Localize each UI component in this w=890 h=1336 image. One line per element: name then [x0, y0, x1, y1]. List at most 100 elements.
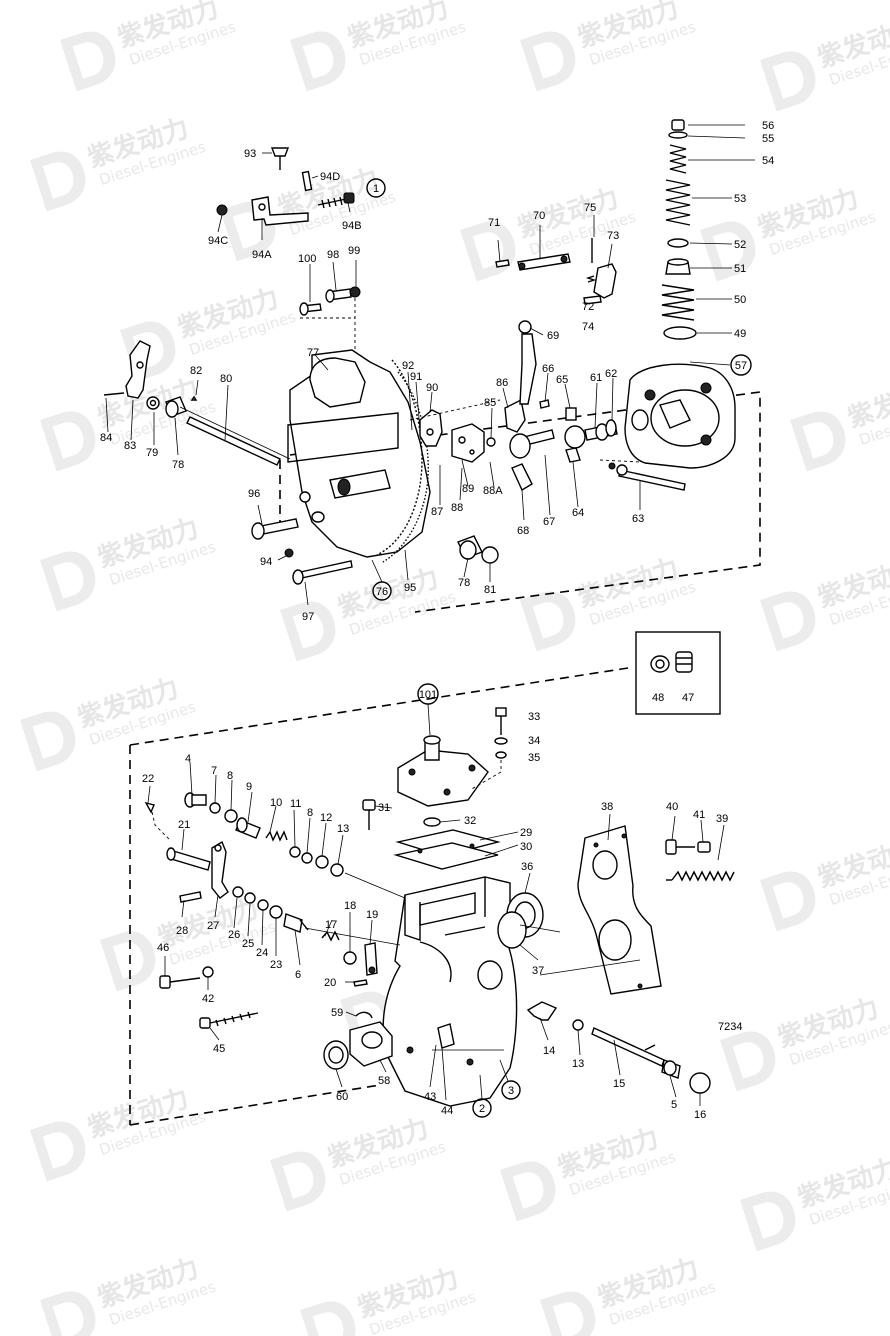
- nut-99: [349, 286, 361, 298]
- watermark-logo: [270, 1151, 326, 1212]
- plug-47: [675, 651, 693, 673]
- washer-85: [486, 437, 496, 447]
- part-label-87: 87: [431, 506, 443, 518]
- part-label-23: 23: [270, 959, 282, 971]
- valve-101: [397, 735, 489, 807]
- washer-25: [244, 892, 256, 904]
- plug-81: [481, 546, 499, 564]
- watermark-logo: [760, 51, 816, 112]
- lever-83: [125, 340, 151, 399]
- watermark-logo: [720, 1031, 776, 1092]
- part-label-12: 12: [320, 812, 332, 824]
- bolt-96: [251, 518, 299, 540]
- part-label-92: 92: [402, 360, 414, 372]
- nut-94: [284, 548, 294, 558]
- spring-10: [265, 830, 288, 842]
- ring-37: [497, 911, 527, 949]
- part-label-17: 17: [325, 919, 337, 931]
- flyweight-housing-57: [624, 363, 736, 469]
- plate-65: [565, 407, 577, 421]
- gasket-30: [393, 842, 499, 870]
- part-label-8: 8: [307, 807, 313, 819]
- bolt-98: [325, 288, 352, 303]
- washer-13b: [572, 1019, 584, 1031]
- part-label-16: 16: [694, 1109, 706, 1121]
- part-label-52: 52: [734, 239, 746, 251]
- part-label-86: 86: [496, 377, 508, 389]
- part-label-85: 85: [484, 397, 496, 409]
- screw-66: [539, 399, 550, 409]
- part-label-15: 15: [613, 1078, 625, 1090]
- spring-stack: [661, 119, 697, 340]
- washer-7: [209, 802, 221, 814]
- part-label-33: 33: [528, 711, 540, 723]
- part-label-63: 63: [632, 513, 644, 525]
- part-label-72: 72: [582, 301, 594, 313]
- part-label-93: 93: [244, 148, 256, 160]
- part-label-96: 96: [248, 488, 260, 500]
- screw-74: [583, 295, 602, 305]
- pin-82: [190, 395, 198, 401]
- part-label-94c: 94C: [208, 235, 228, 247]
- plate-89: [451, 423, 485, 463]
- bolt-40: [665, 839, 695, 855]
- bush-78: [165, 396, 187, 418]
- part-label-35: 35: [528, 752, 540, 764]
- part-label-91: 91: [410, 371, 422, 383]
- part-label-79: 79: [146, 447, 158, 459]
- part-label-97: 97: [302, 611, 314, 623]
- washer-42: [202, 966, 214, 978]
- watermark-logo: [790, 411, 846, 472]
- part-label-45: 45: [213, 1043, 225, 1055]
- ring-32: [423, 817, 441, 827]
- part-label-27: 27: [207, 920, 219, 932]
- governor-housing-77: [287, 349, 431, 558]
- part-label-81: 81: [484, 584, 496, 596]
- watermark-logo: [520, 31, 576, 92]
- part-label-68: 68: [517, 525, 529, 537]
- circle-57-border: [730, 354, 752, 376]
- part-label-47: 47: [682, 692, 694, 704]
- shaft-67: [509, 429, 555, 459]
- part-label-94b: 94B: [342, 220, 362, 232]
- link-70: [517, 253, 571, 271]
- bolt-4: [184, 792, 207, 808]
- link-69: [518, 320, 537, 405]
- part-label-58: 58: [378, 1075, 390, 1087]
- washer-8b: [301, 852, 313, 864]
- part-label-26: 26: [228, 929, 240, 941]
- circled-label-57: 57: [735, 360, 747, 372]
- part-label-77: 77: [307, 347, 319, 359]
- part-label-13: 13: [572, 1058, 584, 1070]
- part-label-78: 78: [172, 459, 184, 471]
- shaft-80: [186, 416, 281, 466]
- part-label-67: 67: [543, 516, 555, 528]
- washer-13: [330, 863, 344, 877]
- part-label-7: 7: [211, 765, 217, 777]
- watermark-logo: [740, 1191, 796, 1252]
- washer-34: [494, 737, 508, 745]
- shaft-15: [591, 1027, 665, 1067]
- part-label-19: 19: [366, 909, 378, 921]
- part-label-83: 83: [124, 440, 136, 452]
- watermark-logo: [40, 411, 96, 472]
- bolt-33: [495, 707, 507, 735]
- watermark-logo: [120, 321, 176, 382]
- part-label-9: 9: [246, 781, 252, 793]
- watermark-logo: [760, 591, 816, 652]
- part-label-32: 32: [464, 815, 476, 827]
- circled-label-1: 1: [373, 183, 379, 195]
- hub-58: [349, 1021, 393, 1067]
- washer-26: [232, 886, 244, 898]
- part-label-80: 80: [220, 373, 232, 385]
- bolt-45: [199, 1011, 259, 1029]
- bracket-94A: [251, 196, 309, 226]
